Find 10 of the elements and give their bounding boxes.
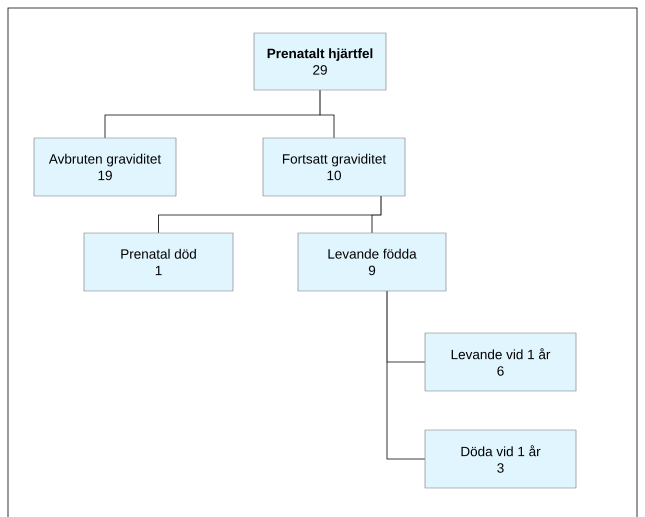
tree-box: Levande födda 9 [298, 232, 446, 292]
connector-line [372, 196, 382, 234]
tree-box: Levande vid 1 år 6 [424, 332, 576, 392]
tree-box: Prenatalt hjärtfel 29 [254, 32, 386, 90]
connector-line [320, 90, 334, 138]
tree-box: Prenatal död 1 [84, 232, 234, 292]
tree-box: Fortsatt graviditet 10 [262, 138, 406, 196]
tree-box: Avbruten graviditet 19 [34, 138, 176, 196]
connector-line [386, 290, 426, 460]
tree-box: Döda vid 1 år 3 [424, 430, 576, 488]
